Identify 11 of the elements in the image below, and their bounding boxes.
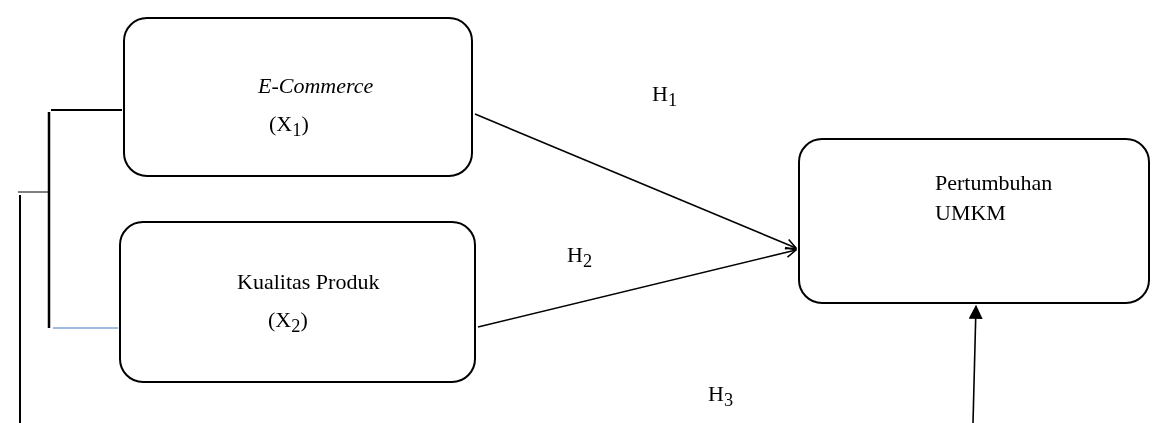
arrow <box>477 246 797 328</box>
variable-box <box>119 221 476 383</box>
variable-label: (X$_{1}$) <box>269 110 309 143</box>
variable-label: Kualitas Produk <box>237 268 380 296</box>
arrow <box>968 304 983 423</box>
arrow <box>474 113 797 250</box>
variable-box <box>798 138 1150 304</box>
variable-label: (X$_{2}$) <box>268 306 308 339</box>
variable-label: Pertumbuhan UMKM <box>935 169 1054 227</box>
variable-box <box>123 17 473 177</box>
variable-label: E-Commerce <box>258 72 374 100</box>
